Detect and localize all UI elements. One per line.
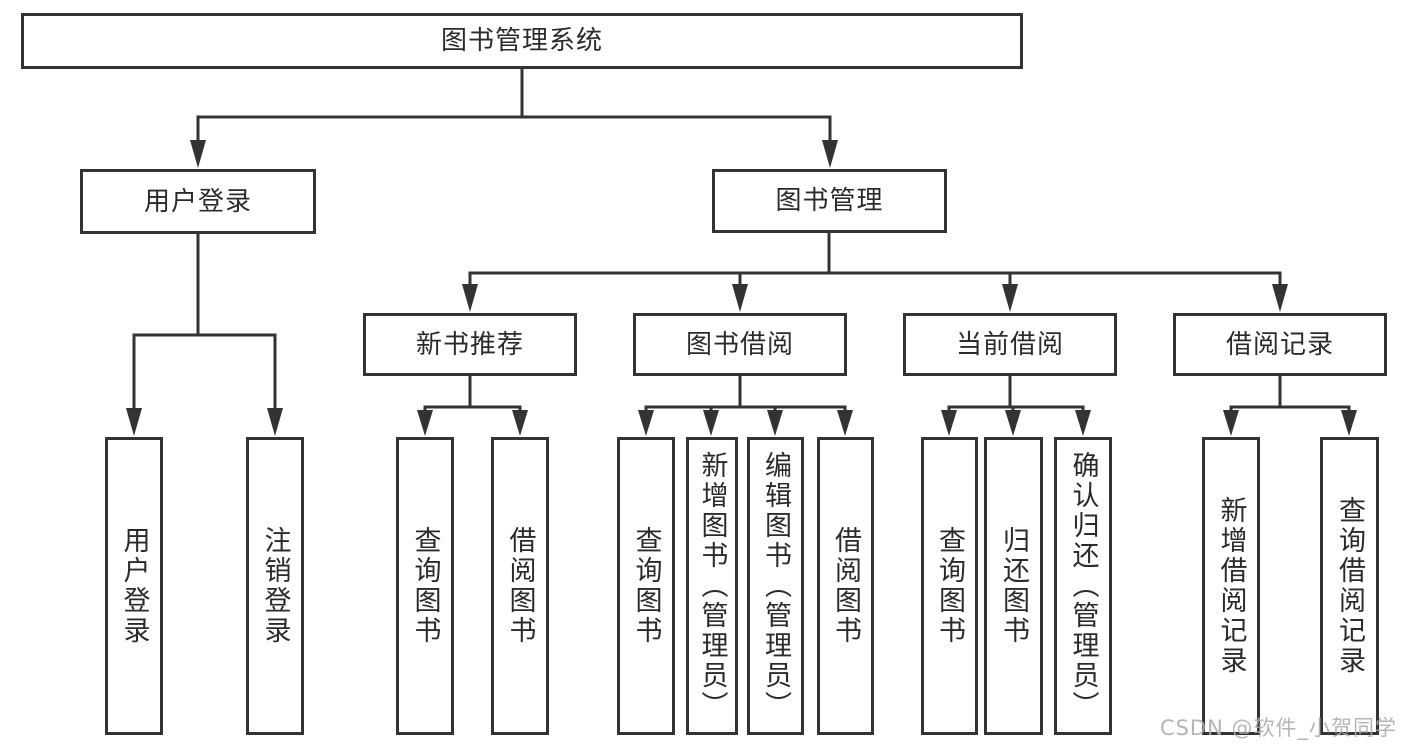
leaf-label: 查询图书 xyxy=(630,526,662,646)
leaf-add-book-admin: 新增图书（管理员） xyxy=(686,437,738,735)
leaf-return-book: 归还图书 xyxy=(984,437,1043,735)
arrowhead-icon xyxy=(512,410,528,436)
arrowhead-icon xyxy=(767,410,783,436)
leaf-label: 借阅图书 xyxy=(830,526,861,646)
leaf-label: 新增图书（管理员） xyxy=(696,451,728,721)
leaf-label: 查询借阅记录 xyxy=(1334,496,1365,676)
leaf-borrow-book-2: 借阅图书 xyxy=(817,437,874,735)
arrowhead-icon xyxy=(1005,410,1021,436)
connector-book-borrow xyxy=(638,376,853,436)
arrowhead-icon xyxy=(1075,410,1091,436)
leaf-label: 归还图书 xyxy=(998,526,1029,646)
arrowhead-icon xyxy=(267,408,283,436)
arrowhead-icon xyxy=(1002,284,1018,312)
arrowhead-icon xyxy=(126,408,142,436)
arrowhead-icon xyxy=(462,284,478,312)
node-label: 图书管理系统 xyxy=(440,26,603,56)
arrowhead-icon xyxy=(822,140,838,168)
leaf-label: 新增借阅记录 xyxy=(1215,496,1247,676)
leaf-edit-book-admin: 编辑图书（管理员） xyxy=(747,437,804,735)
connector-new-book-recommend xyxy=(417,376,528,436)
leaf-add-borrow-record: 新增借阅记录 xyxy=(1202,437,1260,735)
node-label: 借阅记录 xyxy=(1225,329,1334,360)
arrowhead-icon xyxy=(837,410,853,436)
node-label: 用户登录 xyxy=(143,186,252,217)
arrowhead-icon xyxy=(190,140,206,168)
connector-borrow-record xyxy=(1223,376,1357,436)
node-label: 当前借阅 xyxy=(955,329,1064,360)
node-new-book-recommend: 新书推荐 xyxy=(363,313,577,376)
leaf-logout: 注销登录 xyxy=(246,437,304,735)
connector-root xyxy=(190,68,838,168)
leaf-query-book-2: 查询图书 xyxy=(617,437,675,735)
node-book-management: 图书管理 xyxy=(712,169,947,233)
node-label: 新书推荐 xyxy=(415,329,524,360)
leaf-confirm-return-admin: 确认归还（管理员） xyxy=(1054,437,1112,735)
leaf-label: 编辑图书（管理员） xyxy=(760,451,791,721)
arrowhead-icon xyxy=(1341,410,1357,436)
leaf-label: 注销登录 xyxy=(259,526,291,646)
node-label: 图书借阅 xyxy=(685,329,794,360)
arrowhead-icon xyxy=(732,284,748,312)
arrowhead-icon xyxy=(638,410,654,436)
arrowhead-icon xyxy=(703,410,719,436)
arrowhead-icon xyxy=(1272,284,1288,312)
connector-user-login xyxy=(126,234,283,436)
node-current-borrow: 当前借阅 xyxy=(903,313,1117,376)
arrowhead-icon xyxy=(417,410,433,436)
leaf-user-login: 用户登录 xyxy=(105,437,163,735)
node-user-login: 用户登录 xyxy=(80,169,316,234)
leaf-label: 确认归还（管理员） xyxy=(1067,451,1099,721)
node-library-management-system: 图书管理系统 xyxy=(21,13,1023,69)
connector-current-borrow xyxy=(941,376,1091,436)
leaf-query-borrow-record: 查询借阅记录 xyxy=(1320,437,1379,735)
csdn-watermark: CSDN @软件_小贺同学 xyxy=(1159,716,1397,740)
leaf-query-book-3: 查询图书 xyxy=(921,437,978,735)
leaf-label: 借阅图书 xyxy=(504,526,536,646)
leaf-label: 查询图书 xyxy=(934,526,965,646)
arrowhead-icon xyxy=(941,410,957,436)
arrowhead-icon xyxy=(1223,410,1239,436)
node-book-borrow: 图书借阅 xyxy=(633,313,847,376)
node-label: 图书管理 xyxy=(775,186,884,216)
leaf-label: 用户登录 xyxy=(118,526,150,646)
leaf-query-book-1: 查询图书 xyxy=(396,437,454,735)
connector-book-management xyxy=(462,233,1288,312)
node-borrow-record: 借阅记录 xyxy=(1173,313,1387,376)
leaf-borrow-book-1: 借阅图书 xyxy=(491,437,549,735)
leaf-label: 查询图书 xyxy=(409,526,441,646)
